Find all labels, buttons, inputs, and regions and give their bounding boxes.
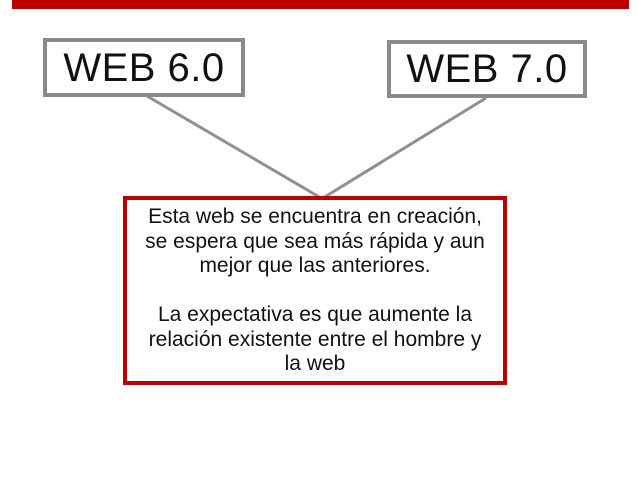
top-accent-bar bbox=[12, 0, 629, 9]
connector-line-web6 bbox=[146, 94, 322, 200]
node-web7-label: WEB 7.0 bbox=[406, 47, 568, 91]
connector-line-web7 bbox=[322, 96, 487, 200]
node-web7: WEB 7.0 bbox=[387, 40, 587, 98]
node-web6-label: WEB 6.0 bbox=[63, 45, 225, 90]
info-box-text: Esta web se encuentra en creación, se es… bbox=[145, 205, 485, 375]
info-box: Esta web se encuentra en creación, se es… bbox=[123, 196, 507, 385]
node-web6: WEB 6.0 bbox=[43, 38, 245, 97]
